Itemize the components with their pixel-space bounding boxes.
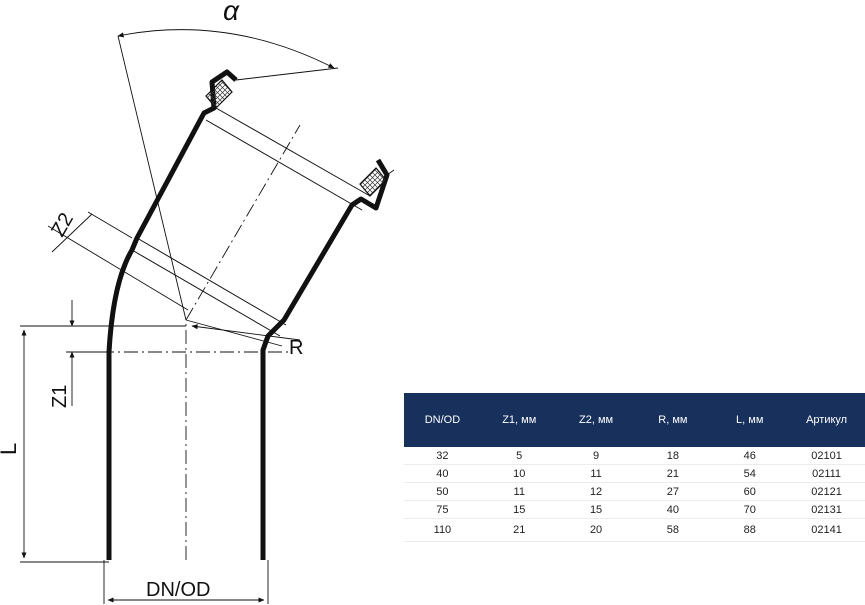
cell-l: 46 bbox=[711, 447, 789, 465]
pipe-right-wall bbox=[260, 158, 390, 560]
cell-article: 02111 bbox=[788, 464, 865, 483]
socket-inner-lines bbox=[131, 107, 371, 337]
cell-z2: 12 bbox=[557, 482, 635, 501]
dimension-lines bbox=[21, 29, 335, 603]
cell-z2: 15 bbox=[557, 500, 635, 519]
cell-z2: 20 bbox=[557, 518, 635, 542]
cell-dn-od: 50 bbox=[404, 482, 481, 501]
cell-article: 02121 bbox=[788, 482, 865, 501]
header-l: L, мм bbox=[711, 393, 789, 447]
table-row: 50 11 12 27 60 02121 bbox=[404, 482, 865, 501]
table-row: 32 5 9 18 46 02101 bbox=[404, 447, 865, 465]
cell-article: 02101 bbox=[788, 447, 865, 465]
header-article: Артикул bbox=[788, 393, 865, 447]
l-label: L bbox=[0, 443, 21, 455]
cell-l: 60 bbox=[711, 482, 789, 501]
table-row: 40 10 11 21 54 02111 bbox=[404, 464, 865, 483]
cell-article: 02131 bbox=[788, 500, 865, 519]
cell-r: 18 bbox=[634, 447, 712, 465]
cell-z1: 21 bbox=[480, 518, 558, 542]
cell-dn-od: 40 bbox=[404, 464, 481, 483]
cell-dn-od: 32 bbox=[404, 447, 481, 465]
cell-z1: 5 bbox=[480, 447, 558, 465]
cell-l: 54 bbox=[711, 464, 789, 483]
table-row: 75 15 15 40 70 02131 bbox=[404, 500, 865, 519]
cell-z1: 10 bbox=[480, 464, 558, 483]
table-row: 110 21 20 58 88 02141 bbox=[404, 518, 865, 542]
fitting-drawing: α Z2 R Z1 L DN/OD bbox=[0, 0, 395, 604]
cell-r: 58 bbox=[634, 518, 712, 542]
cell-r: 27 bbox=[634, 482, 712, 501]
header-r: R, мм bbox=[634, 393, 712, 447]
z2-label: Z2 bbox=[47, 209, 78, 240]
pipe-left-wall bbox=[106, 69, 238, 560]
extension-lines bbox=[20, 35, 395, 604]
cell-dn-od: 75 bbox=[404, 500, 481, 519]
angle-arc bbox=[117, 29, 335, 69]
seal-ring-bottom bbox=[359, 167, 387, 197]
cell-z2: 11 bbox=[557, 464, 635, 483]
center-lines bbox=[100, 124, 301, 560]
dim-z2 bbox=[51, 213, 93, 253]
cell-r: 21 bbox=[634, 464, 712, 483]
cell-l: 88 bbox=[711, 518, 789, 542]
z1-label: Z1 bbox=[49, 385, 71, 408]
cell-l: 70 bbox=[711, 500, 789, 519]
header-z2: Z2, мм bbox=[557, 393, 635, 447]
angle-label: α bbox=[223, 0, 240, 26]
cell-z1: 15 bbox=[480, 500, 558, 519]
pipe-body bbox=[106, 69, 390, 560]
seal-ring-top bbox=[205, 79, 233, 109]
header-z1: Z1, мм bbox=[480, 393, 558, 447]
dn-od-label: DN/OD bbox=[146, 579, 210, 601]
r-label: R bbox=[289, 337, 303, 359]
cell-z2: 9 bbox=[557, 447, 635, 465]
cell-r: 40 bbox=[634, 500, 712, 519]
cell-dn-od: 110 bbox=[404, 518, 481, 542]
cell-z1: 11 bbox=[480, 482, 558, 501]
spec-table: DN/OD Z1, мм Z2, мм R, мм L, мм Артикул … bbox=[404, 393, 865, 542]
cell-article: 02141 bbox=[788, 518, 865, 542]
header-dn-od: DN/OD bbox=[404, 393, 481, 447]
table-header-row: DN/OD Z1, мм Z2, мм R, мм L, мм Артикул bbox=[404, 393, 865, 447]
dim-r bbox=[191, 324, 301, 341]
